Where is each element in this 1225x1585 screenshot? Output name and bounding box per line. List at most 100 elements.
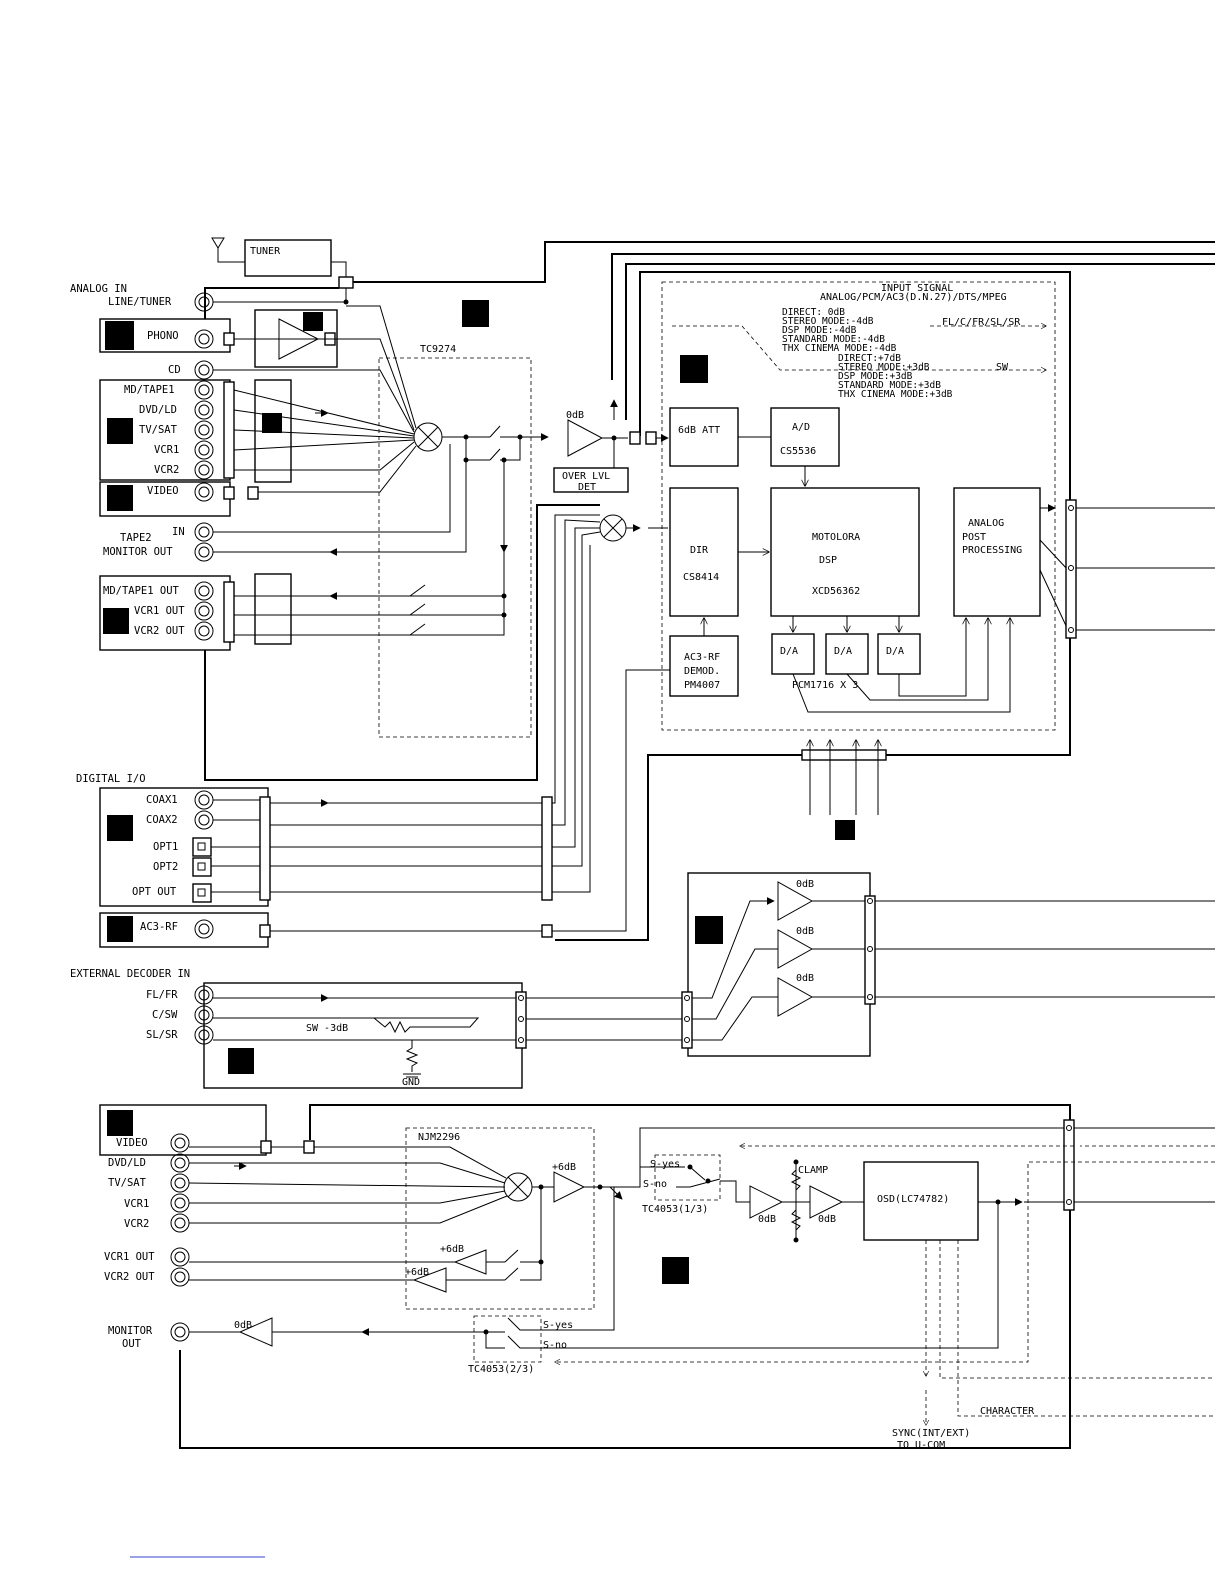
out-label: OUT: [122, 1338, 142, 1350]
dsp-section: INPUT SIGNAL ANALOG/PCM/AC3(D.N.27)/DTS/…: [661, 281, 1069, 731]
xcd-label: XCD56362: [812, 586, 860, 597]
cs5536-label: CS5536: [780, 446, 816, 457]
tuner-block: TUNER: [211, 237, 354, 289]
processing-label: PROCESSING: [962, 545, 1022, 556]
mode-1-4: THX CINEMA MODE:-4dB: [782, 343, 897, 354]
vcr1-out-label: VCR1 OUT: [134, 605, 185, 617]
sw-att-label: SW -3dB: [306, 1023, 348, 1034]
v-dvd-label: DVD/LD: [108, 1157, 146, 1169]
clamp-label: CLAMP: [798, 1165, 828, 1176]
ac3rf-label: AC3-RF: [684, 652, 720, 663]
ext-dec-label: EXTERNAL DECODER IN: [70, 968, 190, 980]
amp1-label: 0dB: [796, 879, 814, 890]
tuner-label: TUNER: [250, 246, 281, 257]
demod-label: DEMOD.: [684, 666, 720, 677]
mode-2-3: STANDARD MODE:+3dB: [838, 380, 941, 391]
mode-1-1: STEREO MODE:-4dB: [782, 316, 874, 327]
mode-1-3: STANDARD MODE:-4dB: [782, 334, 885, 345]
amp2-label: 0dB: [796, 926, 814, 937]
decoder-amps: 0dB 0dB 0dB: [687, 872, 1215, 1057]
dsp-label: DSP: [819, 555, 837, 566]
v-vcr1-out-label: VCR1 OUT: [104, 1251, 155, 1263]
ac3-rf-label: AC3-RF: [140, 921, 178, 933]
tc9274-label: TC9274: [420, 344, 456, 355]
mode-1-0: DIRECT: 0dB: [782, 307, 845, 318]
det-label: DET: [578, 482, 596, 493]
phono-label: PHONO: [147, 330, 179, 342]
dsp-bottom-connector: [801, 740, 887, 840]
digital-io: DIGITAL I/O COAX1 COAX2 OPT1 OPT2 OPT OU…: [76, 504, 670, 948]
amp-mon-label: 0dB: [234, 1320, 252, 1331]
da-2-label: D/A: [834, 646, 852, 657]
coax1-label: COAX1: [146, 794, 178, 806]
tv-sat-label: TV/SAT: [139, 424, 178, 436]
tc4053b-label: TC4053(2/3): [468, 1364, 534, 1375]
mode-1-2: DSP MODE:-4dB: [782, 325, 857, 336]
plus6-2-label: +6dB: [440, 1244, 464, 1255]
opt2-label: OPT2: [153, 861, 178, 873]
digital-io-label: DIGITAL I/O: [76, 773, 146, 785]
da-1-label: D/A: [780, 646, 798, 657]
s-yes-label: S-yes: [650, 1159, 680, 1170]
over-lvl-label: OVER LVL: [562, 471, 610, 482]
mode-2-0: DIRECT:+7dB: [838, 353, 901, 364]
plus6-1-label: +6dB: [552, 1162, 576, 1173]
video-label: VIDEO: [147, 485, 179, 497]
vcr2-label: VCR2: [154, 464, 179, 476]
gnd-label: GND: [402, 1077, 420, 1088]
amp-v1-label: 0dB: [758, 1214, 776, 1225]
post-label: POST: [962, 532, 986, 543]
flc-label: FL/C/FR/SL/SR: [942, 317, 1021, 328]
plus6-3-label: +6dB: [405, 1267, 429, 1278]
motorola-label: MOTOLORA: [812, 532, 860, 543]
input-formats-label: ANALOG/PCM/AC3(D.N.27)/DTS/MPEG: [820, 292, 1007, 303]
md-tape1-label: MD/TAPE1: [124, 384, 175, 396]
md-tape1-out-label: MD/TAPE1 OUT: [103, 585, 180, 597]
s-no-label: S-no: [643, 1179, 667, 1190]
character-label: CHARACTER: [980, 1406, 1035, 1417]
analog-label: ANALOG: [968, 518, 1004, 529]
v-vcr2-out-label: VCR2 OUT: [104, 1271, 155, 1283]
sl-sr-label: SL/SR: [146, 1029, 178, 1041]
c-sw-label: C/SW: [152, 1009, 178, 1021]
external-decoder-in: EXTERNAL DECODER IN FL/FR C/SW SL/SR SW …: [70, 968, 693, 1089]
sync-label: SYNC(INT/EXT): [892, 1428, 970, 1439]
v-vcr2-label: VCR2: [124, 1218, 149, 1230]
line-tuner-label: LINE/TUNER: [108, 296, 172, 308]
att-label: 6dB ATT: [678, 425, 720, 436]
tc4053a-label: TC4053(1/3): [642, 1204, 708, 1215]
pm-label: PM4007: [684, 680, 720, 691]
dsp-output-connector: [1065, 499, 1215, 639]
dir-label: DIR: [690, 545, 709, 556]
vcr2-out-label: VCR2 OUT: [134, 625, 185, 637]
in-label: IN: [172, 526, 185, 538]
monitor-out-label: MONITOR OUT: [103, 546, 173, 558]
opt-out-label: OPT OUT: [132, 886, 177, 898]
mode-2-1: STEREO MODE:+3dB: [838, 362, 930, 373]
mode-2-2: DSP MODE:+3dB: [838, 371, 913, 382]
s-no-2-label: S-no: [543, 1340, 567, 1351]
video-section: VIDEO DVD/LD TV/SAT VCR1 VCR2 VCR1 OUT V…: [99, 1104, 1215, 1451]
cs8414-label: CS8414: [683, 572, 719, 583]
monitor-label: MONITOR: [108, 1325, 153, 1337]
da-3-label: D/A: [886, 646, 904, 657]
njm-label: NJM2296: [418, 1132, 460, 1143]
dvd-ld-label: DVD/LD: [139, 404, 177, 416]
sw-out-label: SW: [996, 362, 1009, 373]
vcr1-label: VCR1: [154, 444, 179, 456]
ad-label: A/D: [792, 422, 810, 433]
mode-2-4: THX CINEMA MODE:+3dB: [838, 389, 953, 400]
input-amp: 0dB OVER LVL DET: [553, 399, 669, 493]
amp-v2-label: 0dB: [818, 1214, 836, 1225]
v-video-label: VIDEO: [116, 1137, 148, 1149]
osd-label: OSD(LC74782): [877, 1194, 949, 1205]
pcm-label: PCM1716 X 3: [792, 680, 858, 691]
tape2-label: TAPE2: [120, 532, 152, 544]
v-vcr1-label: VCR1: [124, 1198, 149, 1210]
v-tv-label: TV/SAT: [108, 1177, 147, 1189]
coax2-label: COAX2: [146, 814, 178, 826]
tc9274-selector: TC9274: [213, 288, 549, 738]
fl-fr-label: FL/FR: [146, 989, 178, 1001]
cd-label: CD: [168, 364, 181, 376]
